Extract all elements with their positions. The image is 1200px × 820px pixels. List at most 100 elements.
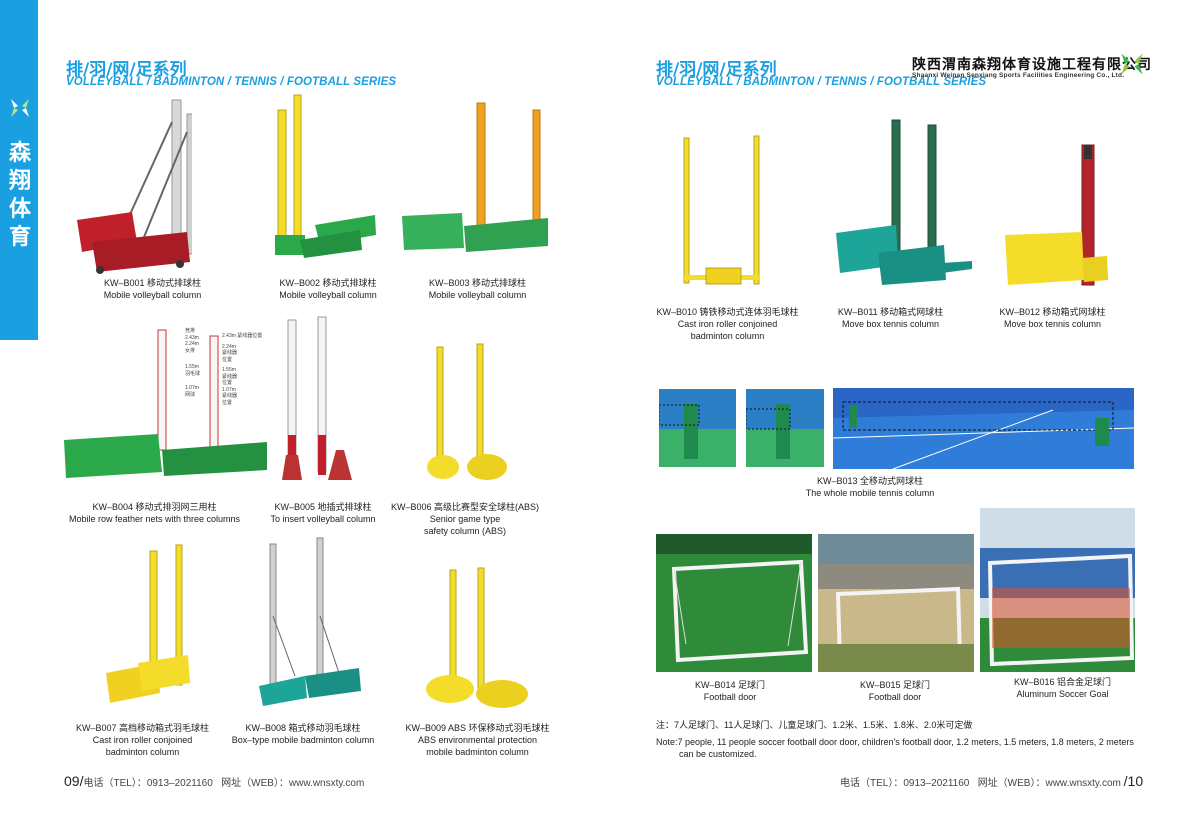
tel-number: 0913–2021160 <box>146 778 213 789</box>
product-code: KW–B012 移动箱式网球柱 <box>999 307 1106 317</box>
product-image-b002 <box>275 94 376 258</box>
height-label: 2.43m <box>185 334 199 341</box>
product-image-b003 <box>402 102 548 252</box>
left-sidebar-band <box>0 0 38 340</box>
product-code: KW–B001 移动式排球柱 <box>103 278 202 288</box>
product-caption-b002: KW–B002 移动式排球柱 Mobile volleyball column <box>243 277 413 301</box>
product-photo-b016 <box>980 508 1135 672</box>
product-name-en: mobile badminton column <box>426 747 529 757</box>
left-footer: 09/电话（TEL）：0913–2021160 网址（WEB）：www.wnsx… <box>64 773 364 789</box>
height-label: 位置 <box>222 356 233 363</box>
product-image-b006 <box>427 343 507 480</box>
height-label: 紧线器 <box>222 373 238 380</box>
product-caption-b015: KW–B015 足球门 Football door <box>835 679 955 703</box>
right-series-title-en: VOLLEYBALL / BADMINTON / TENNIS / FOOTBA… <box>656 76 987 88</box>
product-code: KW–B007 高档移动箱式羽毛球柱 <box>75 723 210 733</box>
web-label: 网址（WEB）： <box>221 778 289 789</box>
product-caption-b016: KW–B016 铝合金足球门 Aluminum Soccer Goal <box>995 676 1130 700</box>
tel-label: 电话（TEL）： <box>83 778 147 789</box>
sidebar-brand-text: 森翔体育 <box>8 141 31 250</box>
product-caption-b013: KW–B013 全移动式网球柱 The whole mobile tennis … <box>780 475 960 499</box>
b004-height-labels-left: 竞排 2.43m 2.24m 女排 1.55m 羽毛球 1.07m 网球 <box>185 328 225 398</box>
tel-label: 电话（TEL）： <box>840 778 904 789</box>
page-number: /10 <box>1123 773 1144 789</box>
product-code: KW–B002 移动式排球柱 <box>279 278 377 288</box>
brand-logo-icon <box>11 99 29 117</box>
height-label: 网球 <box>185 391 196 398</box>
product-caption-b012: KW–B012 移动箱式网球柱 Move box tennis column <box>985 306 1120 330</box>
product-code: KW–B006 高级比赛型安全球柱(ABS) <box>390 502 540 512</box>
height-label: 紧线器 <box>222 350 238 356</box>
product-code: KW–B005 地插式排球柱 <box>274 502 372 512</box>
product-image-b011 <box>836 119 972 285</box>
product-image-b007 <box>106 544 190 703</box>
company-name-en: Shaanxi Weinan Senxiang Sports Facilitie… <box>912 72 1125 79</box>
page-number: 09/ <box>64 773 84 789</box>
product-code: KW–B003 移动式排球柱 <box>428 278 527 288</box>
product-code: KW–B016 铝合金足球门 <box>1013 677 1112 687</box>
product-caption-b001: KW–B001 移动式排球柱 Mobile volleyball column <box>70 277 235 301</box>
product-caption-b009: KW–B009 ABS 环保移动式羽毛球柱 ABS environmental … <box>395 722 560 758</box>
b004-height-labels-right: 2.43m 紧线器位置 2.24m 紧线器 位置 1.55m 紧线器 位置 1.… <box>222 333 272 406</box>
product-caption-b003: KW–B003 移动式排球柱 Mobile volleyball column <box>400 277 555 301</box>
height-label: 竞排 <box>185 328 196 334</box>
product-caption-b007: KW–B007 高档移动箱式羽毛球柱 Cast iron roller conj… <box>70 722 215 758</box>
product-photo-b013-court <box>833 388 1134 469</box>
height-label: 位置 <box>222 380 233 386</box>
company-name-cn: 陕西渭南森翔体育设施工程有限公司 <box>912 57 1152 73</box>
height-label: 2.24m <box>222 343 236 350</box>
product-code: KW–B015 足球门 <box>859 680 931 690</box>
web-url: www.wnsxty.com <box>288 778 365 789</box>
product-image-b008 <box>259 537 361 706</box>
height-label: 1.55m <box>185 364 199 370</box>
product-caption-b008: KW–B008 箱式移动羽毛球柱 Box–type mobile badmint… <box>218 722 388 746</box>
web-url: www.wnsxty.com <box>1045 778 1121 789</box>
product-name-en: Mobile volleyball column <box>279 290 377 300</box>
product-name-en: badminton column <box>690 331 765 341</box>
product-name-en: Box–type mobile badminton column <box>231 735 375 745</box>
product-name-en: Football door <box>703 692 757 702</box>
product-photo-b013-closeup-1 <box>659 389 736 467</box>
product-name-en: safety column (ABS) <box>423 526 507 536</box>
product-name-en: ABS environmental protection <box>417 735 538 745</box>
height-label: 位置 <box>222 399 233 406</box>
tel-number: 0913–2021160 <box>903 778 970 789</box>
product-code: KW–B008 箱式移动羽毛球柱 <box>245 723 361 733</box>
product-caption-b011: KW–B011 移动箱式网球柱 Move box tennis column <box>818 306 963 330</box>
right-footer: 电话（TEL）：0913–2021160 网址（WEB）：www.wnsxty.… <box>840 773 1143 789</box>
height-label: 1.07m <box>185 385 199 391</box>
product-code: KW–B014 足球门 <box>694 680 766 690</box>
product-name-en: The whole mobile tennis column <box>805 488 935 498</box>
note-cn: 注：7人足球门、11人足球门、儿童足球门、1.2米、1.5米、1.8米、2.0米… <box>656 720 973 730</box>
product-name-en: Move box tennis column <box>841 319 940 329</box>
product-name-en: Mobile volleyball column <box>428 290 527 300</box>
web-label: 网址（WEB）： <box>977 778 1046 789</box>
left-series-title-cn: 排/羽/网/足系列 <box>66 60 187 80</box>
height-label: 2.24m <box>185 341 199 347</box>
customization-note: 注：7人足球门、11人足球门、儿童足球门、1.2米、1.5米、1.8米、2.0米… <box>656 719 1146 761</box>
product-photo-b015 <box>818 534 974 672</box>
product-photo-b014 <box>656 534 812 672</box>
product-code: KW–B009 ABS 环保移动式羽毛球柱 <box>405 723 550 733</box>
product-name-en: Aluminum Soccer Goal <box>1016 689 1109 699</box>
height-label: 1.55m <box>222 367 236 373</box>
product-caption-b006: KW–B006 高级比赛型安全球柱(ABS) Senior game type … <box>390 501 540 537</box>
product-name-en: Move box tennis column <box>1003 319 1102 329</box>
product-code: KW–B004 移动式排羽网三用柱 <box>92 502 217 512</box>
left-series-title-en: VOLLEYBALL / BADMINTON / TENNIS / FOOTBA… <box>66 76 397 88</box>
company-logo-icon <box>1121 53 1143 75</box>
product-image-b005 <box>282 316 352 480</box>
product-code: KW–B010 铸铁移动式连体羽毛球柱 <box>656 307 799 317</box>
product-name-en: Mobile volleyball column <box>103 290 202 300</box>
right-series-title-cn: 排/羽/网/足系列 <box>656 60 777 80</box>
product-code: KW–B013 全移动式网球柱 <box>816 476 924 486</box>
product-caption-b005: KW–B005 地插式排球柱 To insert volleyball colu… <box>258 501 388 525</box>
product-code: KW–B011 移动箱式网球柱 <box>837 307 944 317</box>
product-name-en: Cast iron roller conjoined <box>677 319 778 329</box>
note-en-line-2: can be customized. <box>679 749 757 759</box>
height-label: 女排 <box>185 347 196 354</box>
product-name-en: Senior game type <box>429 514 501 524</box>
height-label: 紧线器 <box>222 393 238 399</box>
height-label: 1.07m <box>222 386 236 393</box>
product-caption-b014: KW–B014 足球门 Football door <box>670 679 790 703</box>
